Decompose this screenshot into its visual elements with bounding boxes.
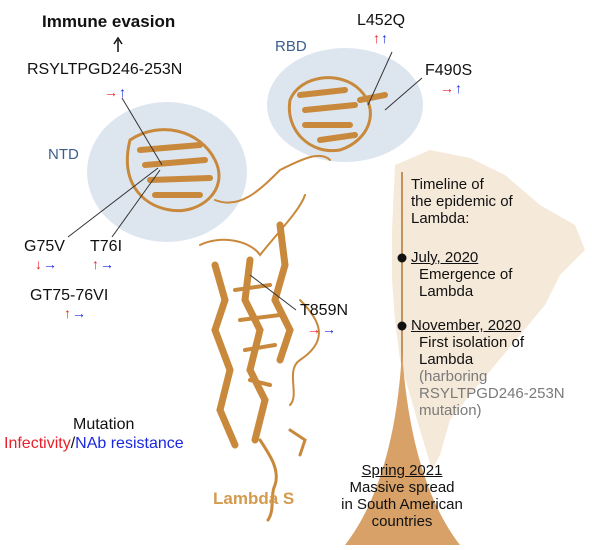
legend-nab-resistance: NAb resistance	[75, 435, 184, 452]
infectivity-arrow-icon: ↓	[35, 256, 43, 272]
event-note: (harboring	[419, 368, 488, 385]
event-text: Lambda	[419, 351, 474, 368]
timeline-header: Timeline of the epidemic of Lambda:	[411, 176, 513, 227]
south-america-map	[392, 150, 585, 470]
event-text: in South American	[341, 496, 463, 513]
rsyltpgd-arrows: →↑	[104, 84, 127, 100]
event-text: Emergence of	[419, 266, 513, 283]
nab-arrow-icon: →	[72, 305, 87, 321]
timeline-dot-july	[397, 253, 407, 263]
infectivity-arrow-icon: ↑	[373, 30, 381, 46]
mutation-t859n: T859N	[300, 302, 349, 319]
timeline-header-line: Lambda:	[411, 210, 470, 227]
infectivity-arrow-icon: ↑	[92, 256, 100, 272]
event-date: Spring 2021	[361, 462, 443, 479]
g75v-arrows: ↓→	[35, 256, 58, 272]
f490s-arrows: →↑	[440, 80, 463, 96]
spread-cone	[345, 350, 460, 545]
event-text: Massive spread	[349, 479, 455, 496]
lambda-spike-protein	[125, 76, 388, 522]
protein-label: Lambda S	[213, 489, 295, 508]
infectivity-arrow-icon: →	[440, 80, 455, 96]
timeline-header-line: the epidemic of	[411, 193, 513, 210]
nab-arrow-icon: ↑	[119, 84, 127, 100]
timeline-event-july: July, 2020 Emergence of Lambda	[411, 249, 512, 300]
region-ntd: NTD	[48, 146, 79, 163]
event-note: mutation)	[419, 402, 482, 419]
mutation-rsyltpgd: RSYLTPGD246-253N	[27, 61, 183, 78]
mutation-gt75-76vi: GT75-76VI	[30, 287, 109, 304]
mutation-l452q: L452Q	[357, 12, 406, 29]
event-date: July, 2020	[411, 249, 479, 266]
infectivity-arrow-icon: ↑	[64, 305, 72, 321]
timeline-dot-november	[397, 321, 407, 331]
mutation-g75v: G75V	[24, 238, 65, 255]
nab-arrow-icon: →	[322, 321, 337, 337]
legend-title: Mutation	[73, 416, 135, 433]
timeline-event-november: November, 2020 First isolation of Lambda…	[411, 317, 565, 419]
legend-infectivity: Infectivity	[4, 435, 71, 452]
mutation-t76i: T76I	[90, 238, 123, 255]
event-text: Lambda	[419, 283, 474, 300]
t859n-arrows: →→	[307, 321, 337, 337]
mutation-f490s: F490S	[425, 62, 473, 79]
region-rbd: RBD	[275, 38, 307, 55]
timeline-event-spring: Spring 2021 Massive spread in South Amer…	[322, 462, 482, 530]
l452q-arrows: ↑↑	[373, 30, 389, 46]
infectivity-arrow-icon: →	[307, 321, 322, 337]
nab-arrow-icon: →	[43, 256, 58, 272]
gt75-76vi-arrows: ↑→	[64, 305, 87, 321]
event-note: RSYLTPGD246-253N	[419, 385, 565, 402]
nab-arrow-icon: ↑	[381, 30, 389, 46]
figure-title: Immune evasion	[42, 12, 176, 31]
t76i-arrows: ↑→	[92, 256, 115, 272]
timeline-header-line: Timeline of	[411, 176, 484, 193]
legend: Infectivity/NAb resistance	[4, 435, 184, 453]
legend-separator: /	[70, 435, 76, 452]
nab-arrow-icon: →	[100, 256, 115, 272]
event-text: First isolation of	[419, 334, 525, 351]
infectivity-arrow-icon: →	[104, 84, 119, 100]
ntd-domain-highlight	[87, 102, 247, 242]
event-text: countries	[371, 513, 433, 530]
event-date: November, 2020	[411, 317, 522, 334]
nab-arrow-icon: ↑	[455, 80, 463, 96]
